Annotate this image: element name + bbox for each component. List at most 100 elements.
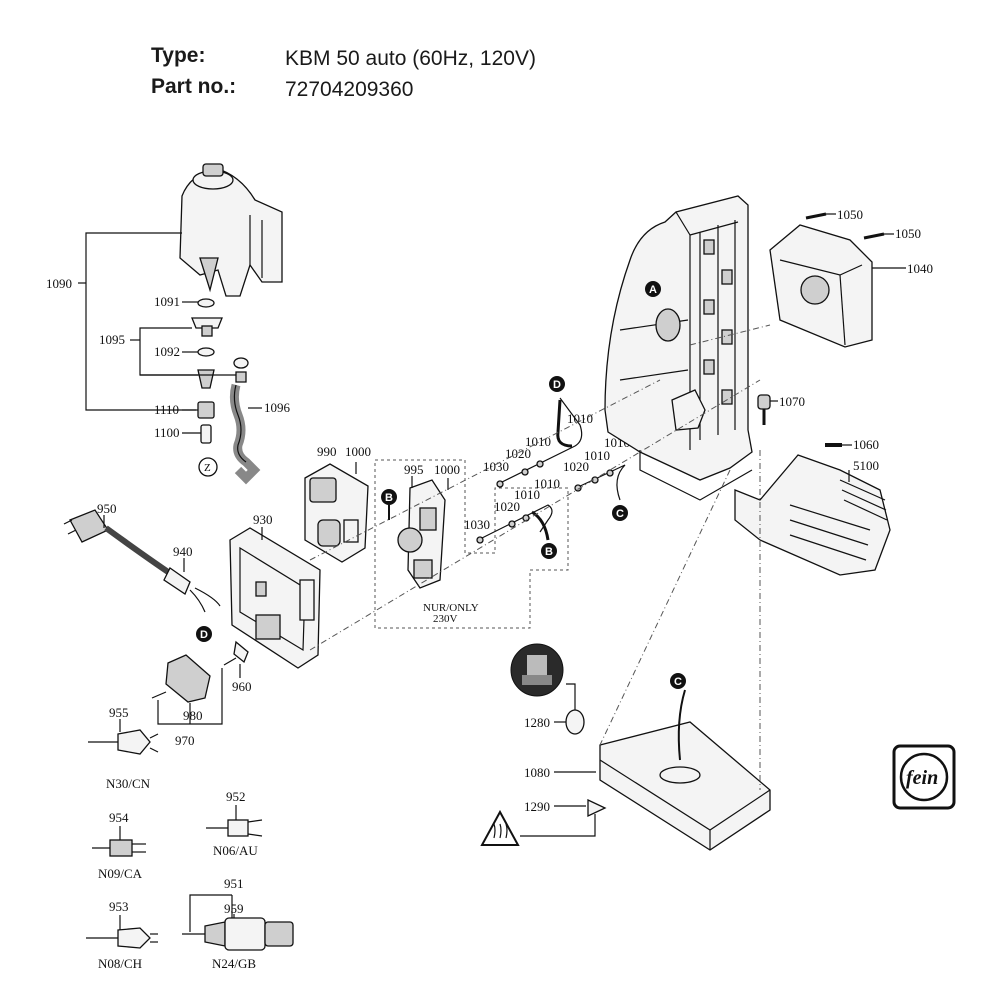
svg-text:C: C (674, 676, 682, 688)
part-number-value: 72704209360 (285, 78, 414, 101)
marker-d-1: D (549, 376, 565, 392)
assembly-axis-5 (599, 469, 731, 746)
callout-970: 970 (175, 733, 195, 748)
callout-951: 951 (224, 876, 244, 891)
screw-1070 (757, 394, 771, 425)
fein-logo-text: fein (906, 767, 938, 789)
svg-text:B: B (385, 492, 393, 504)
chip-guard-5100 (734, 454, 891, 576)
electronics-module-990 (304, 463, 369, 563)
plug-variant-n09-ca (92, 839, 146, 857)
callout-1080: 1080 (524, 765, 550, 780)
callout-1010-e: 1010 (584, 448, 610, 463)
svg-text:C: C (616, 508, 624, 520)
magnet-icon-label-1280 (510, 643, 564, 697)
callout-1050-a: 1050 (837, 207, 863, 222)
plug-label-n24-gb: N24/GB (212, 956, 256, 971)
screw-960 (233, 640, 249, 664)
callout-930: 930 (253, 512, 273, 527)
electronics-module-995 (397, 479, 446, 589)
callout-960: 960 (232, 679, 252, 694)
svg-text:B: B (545, 546, 553, 558)
callout-1290: 1290 (524, 799, 550, 814)
callout-1050-b: 1050 (895, 226, 921, 241)
only-230v-note-line1: NUR/ONLY (423, 602, 479, 614)
callout-1090: 1090 (46, 276, 72, 291)
callout-955: 955 (109, 705, 129, 720)
screw-1050-a (805, 212, 827, 220)
screw-1050-b (863, 232, 885, 240)
magnet-base-1080 (599, 721, 771, 851)
fein-logo: fein (892, 744, 956, 810)
callout-1096: 1096 (264, 400, 291, 415)
svg-text:A: A (649, 284, 657, 296)
callout-1010-b: 1010 (525, 434, 551, 449)
plug-label-n06-au: N06/AU (213, 843, 258, 858)
hot-surface-warning-icon (480, 809, 520, 846)
part-number-label: Part no.: (151, 75, 237, 98)
callout-z: Z (204, 462, 211, 474)
callout-1060: 1060 (853, 437, 879, 452)
assembly-axis-1 (309, 379, 761, 651)
callout-940: 940 (173, 544, 193, 559)
callout-1091: 1091 (154, 294, 180, 309)
callout-1095: 1095 (99, 332, 125, 347)
brush-holder (671, 389, 706, 431)
coolant-fittings (191, 298, 223, 477)
callout-1030-b: 1030 (464, 517, 490, 532)
connector-series-lower (531, 464, 626, 541)
mains-cable-plug (63, 509, 221, 613)
callout-1280: 1280 (524, 715, 550, 730)
callout-952: 952 (226, 789, 246, 804)
only-230v-boundary (374, 459, 569, 629)
callout-5100: 5100 (853, 458, 879, 473)
callout-995: 995 (404, 462, 424, 477)
callout-1110: 1110 (154, 402, 179, 417)
plug-variant-n24-gb (182, 917, 294, 951)
switch-button-980 (151, 654, 237, 703)
callout-953: 953 (109, 899, 129, 914)
callout-980: 980 (183, 708, 203, 723)
callout-1010-c: 1010 (534, 476, 560, 491)
plug-variant-n06-au (206, 819, 263, 837)
assembly-axis-3 (689, 324, 771, 346)
callout-1020-b: 1020 (494, 499, 520, 514)
callout-1092: 1092 (154, 344, 180, 359)
callout-950: 950 (97, 501, 117, 516)
main-housing-column (604, 195, 753, 501)
coolant-hose-1096 (229, 357, 261, 485)
type-value: KBM 50 auto (60Hz, 120V) (285, 47, 536, 70)
motor-cover-1040 (769, 224, 873, 348)
warning-label-1290 (587, 798, 607, 818)
callout-954: 954 (109, 810, 129, 825)
plug-label-n08-ch: N08/CH (98, 956, 142, 971)
switch-housing (229, 527, 321, 669)
callout-1040: 1040 (907, 261, 933, 276)
plug-variant-n08-ch (86, 927, 158, 949)
callout-1010-a: 1010 (567, 411, 593, 426)
marker-c-2: C (670, 673, 686, 689)
callout-1030-a: 1030 (483, 459, 509, 474)
svg-text:D: D (553, 379, 561, 391)
assembly-axis-2 (309, 379, 661, 561)
connector-series-upper (476, 397, 583, 544)
callout-1020-a: 1020 (505, 446, 531, 461)
type-label: Type: (151, 44, 206, 67)
callout-1010-d: 1010 (514, 487, 540, 502)
plug-label-n09-ca: N09/CA (98, 866, 143, 881)
base-cable (677, 689, 686, 761)
marker-b-1: B (381, 489, 397, 520)
only-230v-note-line2: 230V (433, 613, 458, 625)
callout-1000-a: 1000 (345, 444, 371, 459)
label-1280 (565, 709, 585, 735)
coolant-tank (179, 163, 283, 297)
callout-990: 990 (317, 444, 337, 459)
callout-1100: 1100 (154, 425, 180, 440)
callout-1020-c: 1020 (563, 459, 589, 474)
marker-d-2: D (196, 626, 212, 642)
plug-label-n30-cn: N30/CN (106, 776, 151, 791)
marker-c-1: C (612, 505, 628, 521)
svg-text:D: D (200, 629, 208, 641)
marker-b-2: B (541, 543, 557, 559)
